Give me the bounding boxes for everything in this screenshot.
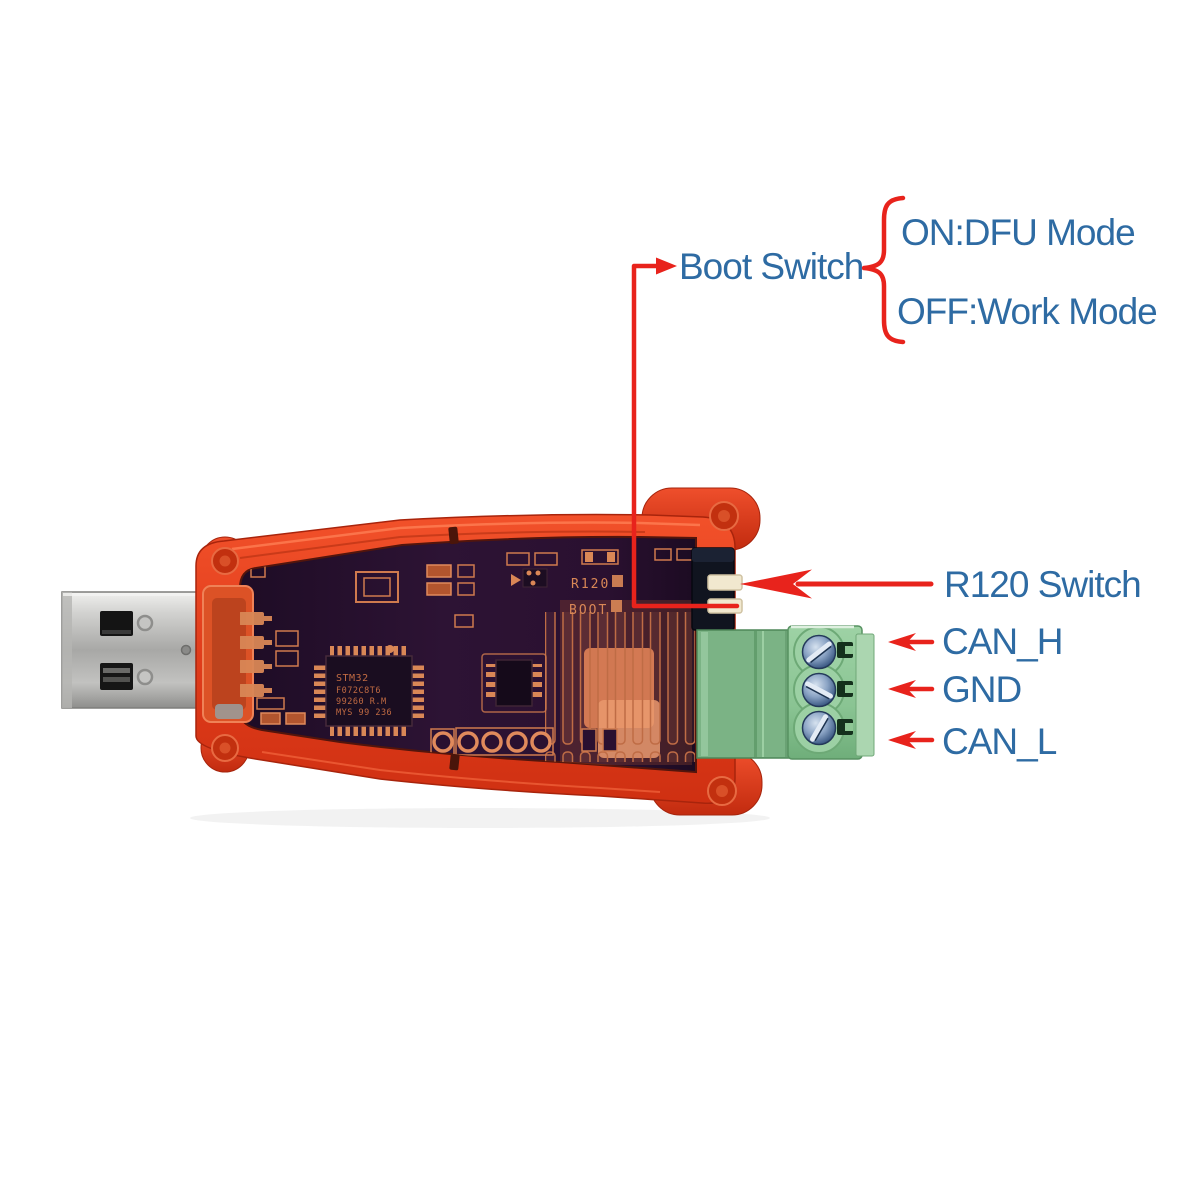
can-h-arrow-icon xyxy=(888,633,916,651)
mcu-marking-line4: MYS 99 236 xyxy=(336,708,392,718)
device-shadow xyxy=(190,808,770,828)
case-screws xyxy=(211,501,739,806)
usb-hole-top xyxy=(100,611,133,636)
r120-switch-label: R120 Switch xyxy=(944,564,1142,605)
r120-lever xyxy=(707,574,743,591)
usb-hole-bottom xyxy=(100,663,133,690)
terminal-wire-slots xyxy=(837,642,853,735)
mcu-chip: STM32 F072C8T6 99260 R.M MYS 99 236 xyxy=(314,645,424,736)
smd-resistors xyxy=(260,564,452,725)
gnd-arrow-icon xyxy=(888,680,916,698)
terminal-screw-can-l xyxy=(801,710,837,746)
mode-on-label: ON:DFU Mode xyxy=(901,212,1136,253)
mcu-marking-line1: STM32 xyxy=(336,673,369,684)
mcu-marking-line2: F072C8T6 xyxy=(336,686,381,696)
terminal-block xyxy=(696,625,875,760)
usb-connector xyxy=(61,591,204,709)
usb-traces xyxy=(240,612,272,697)
silkscreen-boot-text: BOOT xyxy=(569,603,608,618)
pcb: STM32 F072C8T6 99260 R.M MYS 99 236 R120… xyxy=(240,548,695,765)
terminal-label-can-l: CAN_L xyxy=(942,721,1057,762)
terminal-label-gnd: GND xyxy=(942,669,1022,710)
terminal-screw-can-h xyxy=(801,634,837,670)
brace-bracket-icon xyxy=(861,195,906,345)
test-pads xyxy=(430,727,554,756)
boot-switch-line xyxy=(631,263,740,609)
usb-housing-inner xyxy=(202,585,254,723)
usb-dimple-top xyxy=(136,614,154,632)
r120-arrow-icon xyxy=(740,569,812,599)
terminal-screw-gnd xyxy=(801,672,837,708)
dip-switch xyxy=(691,547,743,631)
terminal-label-can-h: CAN_H xyxy=(942,621,1063,662)
boot-switch-arrow-icon xyxy=(656,257,677,275)
boot-switch-label: Boot Switch xyxy=(679,246,864,287)
silkscreen-r120-text: R120 xyxy=(571,577,610,592)
usb-dimple-bottom xyxy=(136,668,154,686)
annotation-lines xyxy=(631,195,935,749)
can-l-arrow-icon xyxy=(888,731,916,749)
can-transceiver-chip xyxy=(481,653,547,713)
mode-off-label: OFF:Work Mode xyxy=(897,291,1158,332)
transistor xyxy=(511,568,548,588)
mcu-marking-line3: 99260 R.M xyxy=(336,697,387,707)
